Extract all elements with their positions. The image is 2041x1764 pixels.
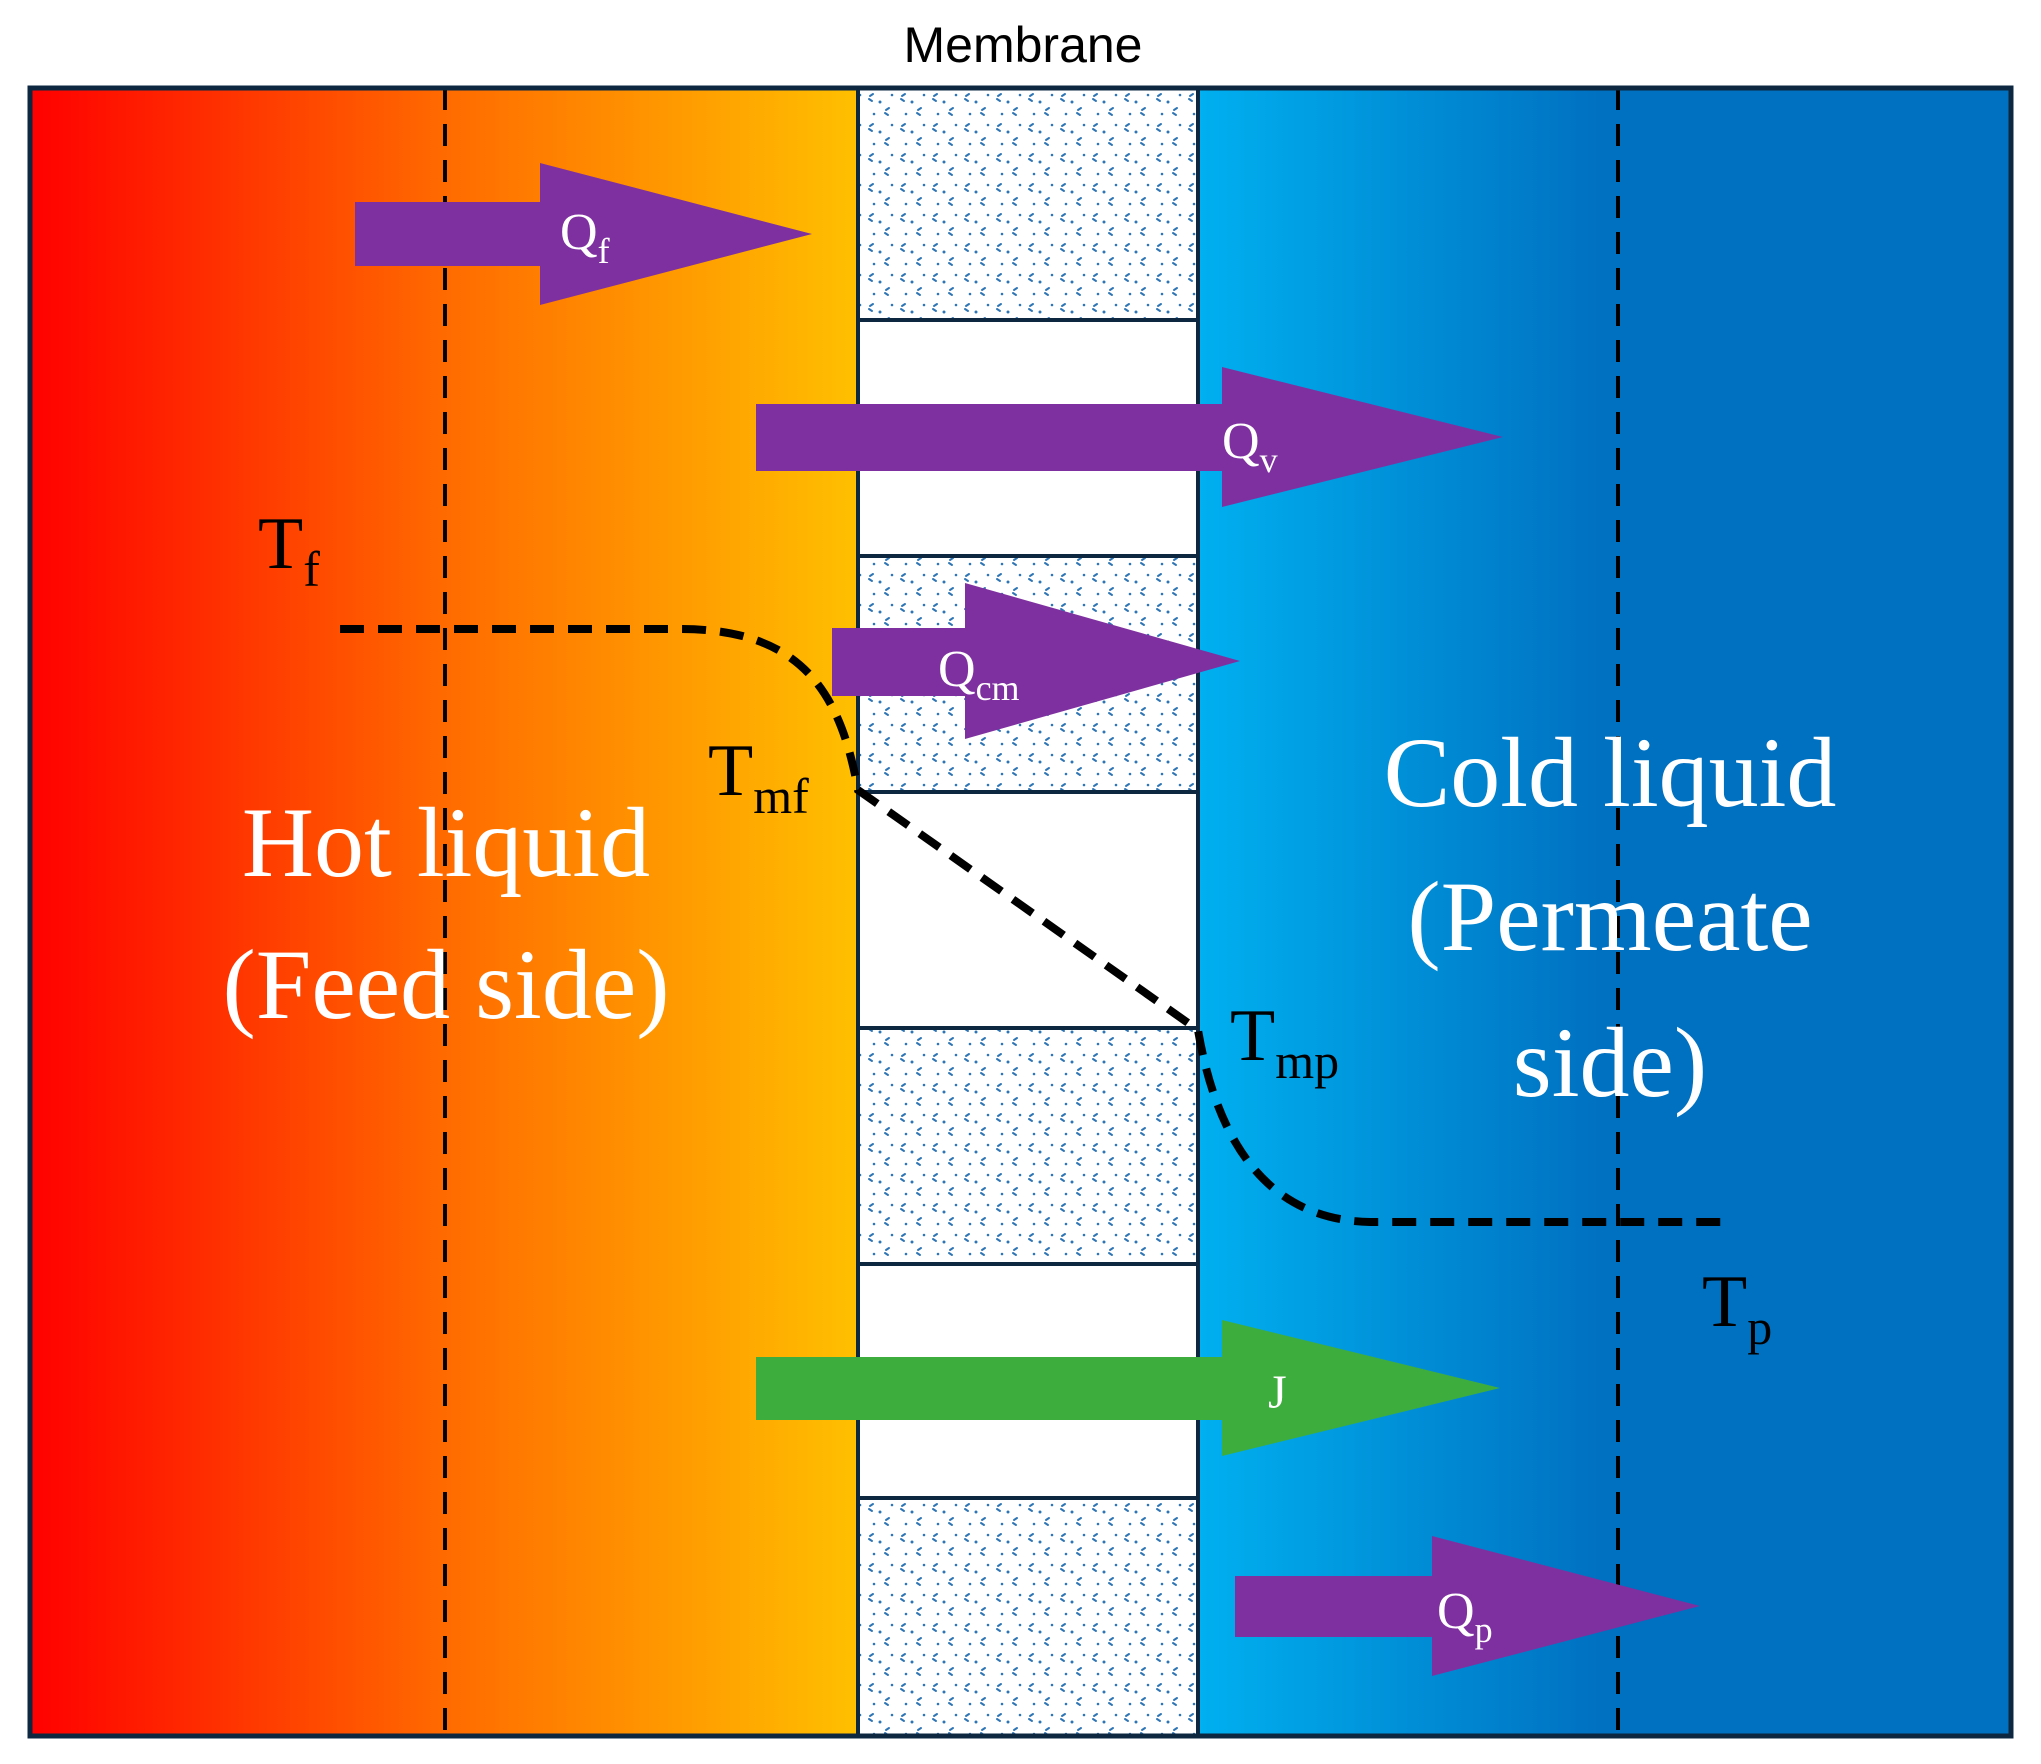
cold-label-line3: side)	[1513, 1007, 1707, 1118]
diagram-border	[27, 85, 2014, 1739]
label-tmf: Tmf	[708, 730, 809, 824]
membrane-block	[858, 1028, 1198, 1264]
label-tf: Tf	[258, 503, 320, 597]
arrow-qv	[756, 367, 1503, 507]
arrow-qf	[355, 163, 812, 305]
membrane-title: Membrane	[904, 17, 1143, 73]
label-j: J	[1268, 1366, 1287, 1419]
label-qcm: Qcm	[938, 641, 1020, 708]
cold-label-line1: Cold liquid	[1384, 717, 1837, 828]
hot-label-line1: Hot liquid	[242, 787, 650, 898]
arrow-j	[756, 1320, 1500, 1456]
label-tmp: Tmp	[1230, 995, 1339, 1089]
label-qv: Qv	[1222, 413, 1278, 480]
label-tp: Tp	[1702, 1261, 1772, 1355]
label-qf: Qf	[560, 204, 610, 271]
membrane-block	[858, 88, 1198, 320]
hot-feed-region	[30, 88, 858, 1736]
hot-label-line2: (Feed side)	[222, 929, 669, 1040]
membrane-dividers	[858, 318, 1198, 1500]
membrane-block	[858, 1498, 1198, 1736]
cold-permeate-region	[1198, 88, 2011, 1736]
arrow-qcm	[832, 583, 1240, 739]
cold-label-line2: (Permeate	[1407, 861, 1812, 972]
label-qp: Qp	[1437, 1583, 1493, 1650]
temperature-profile	[340, 625, 1725, 1226]
arrow-qp	[1235, 1536, 1700, 1676]
